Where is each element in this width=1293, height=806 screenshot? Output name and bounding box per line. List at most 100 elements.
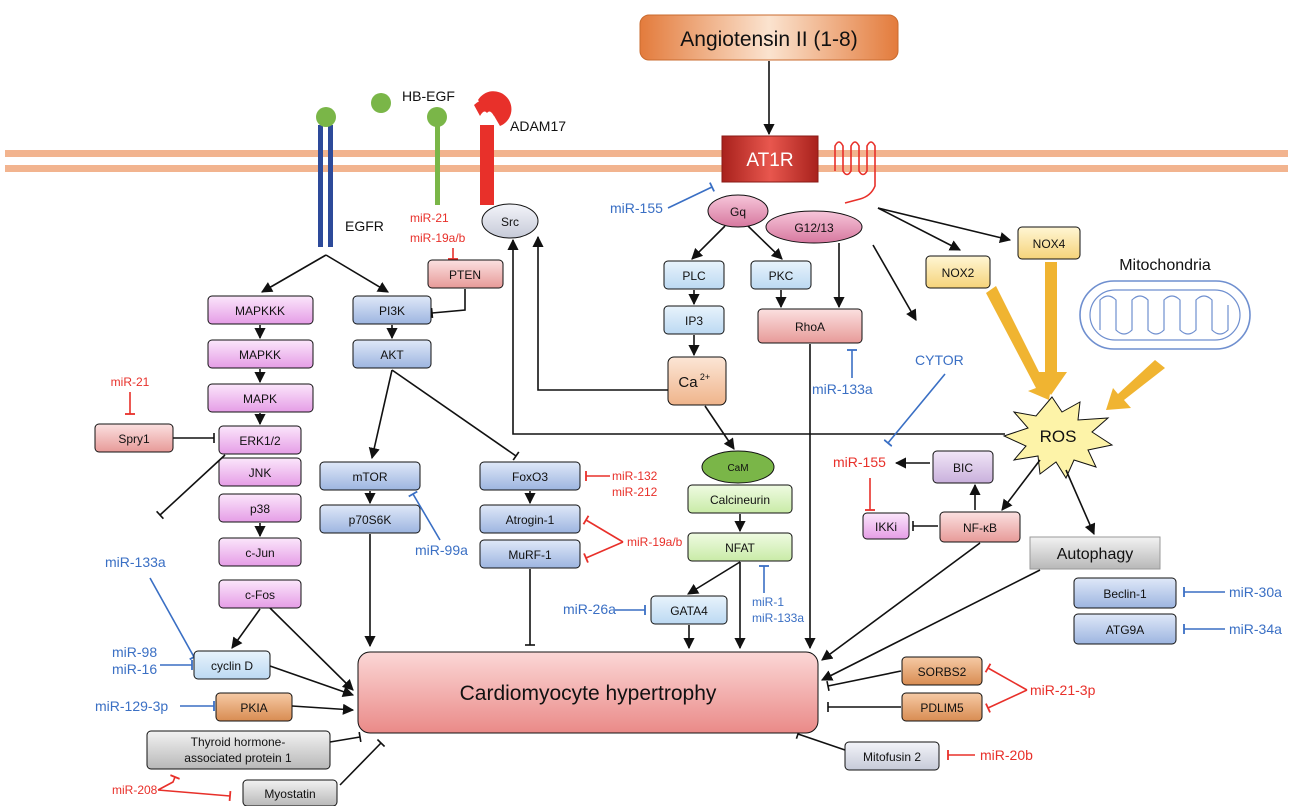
pkc-node: PKC [750,260,812,290]
mir30a: miR-30a [1229,584,1282,600]
atg9a-node: ATG9A [1073,613,1177,645]
svg-text:ROS: ROS [1040,427,1077,446]
mir98: miR-98 [112,644,157,660]
svg-text:Cardiomyocyte hypertrophy: Cardiomyocyte hypertrophy [460,682,717,705]
svg-text:MAPK: MAPK [243,392,277,406]
svg-text:c-Fos: c-Fos [245,588,275,602]
mir21-3p: miR-21-3p [1030,682,1096,698]
ikki-node: IKKi [862,512,910,540]
svg-text:Src: Src [501,215,519,229]
cfos-node: c-Fos [218,579,302,609]
erk-node: ERK1/2 [218,425,302,455]
svg-text:BIC: BIC [953,461,973,475]
svg-text:ERK1/2: ERK1/2 [239,434,281,448]
svg-text:PLC: PLC [682,269,706,283]
svg-text:p70S6K: p70S6K [349,513,392,527]
svg-text:Spry1: Spry1 [118,432,150,446]
hb-egf: HB-EGF [371,88,455,205]
egfr-label: EGFR [345,218,384,234]
svg-text:associated protein 1: associated protein 1 [184,751,292,765]
at1r-label: AT1R [746,150,793,171]
plc-node: PLC [663,260,725,290]
sorbs2-node: SORBS2 [901,656,983,686]
myostatin-node: Myostatin [242,779,338,806]
mir129: miR-129-3p [95,698,168,714]
p38-node: p38 [218,493,302,523]
autophagy-node: Autophagy [1029,536,1161,570]
g1213-node: G12/13 [765,210,863,244]
svg-text:NOX2: NOX2 [942,266,975,280]
mir21-pten: miR-21 [410,211,449,225]
mir208: miR-208 [112,783,158,797]
mir19ab-pten: miR-19a/b [410,231,466,245]
mir1: miR-1 [752,595,784,609]
svg-text:mTOR: mTOR [352,470,387,484]
cam-node: CaM [701,450,775,484]
cell-membrane [5,150,1288,172]
angiotensin-label: Angiotensin II (1-8) [680,28,857,51]
svg-text:Beclin-1: Beclin-1 [1103,587,1147,601]
svg-text:c-Jun: c-Jun [245,546,274,560]
svg-text:NF-κB: NF-κB [963,521,997,535]
gata4-node: GATA4 [650,595,728,625]
murf-node: MuRF-1 [479,539,581,569]
svg-text:MuRF-1: MuRF-1 [508,548,552,562]
ros-node: ROS [1002,396,1114,480]
beclin-node: Beclin-1 [1073,577,1177,609]
svg-text:Mitofusin 2: Mitofusin 2 [863,750,921,764]
mir132: miR-132 [612,469,658,483]
svg-text:PKC: PKC [769,269,794,283]
svg-text:Mitochondria: Mitochondria [1119,257,1211,274]
mir34a: miR-34a [1229,621,1282,637]
svg-text:Myostatin: Myostatin [264,787,315,801]
svg-text:NOX4: NOX4 [1033,237,1066,251]
mir133a-rhoa: miR-133a [812,381,873,397]
mir133a-left: miR-133a [105,554,166,570]
svg-text:cyclin D: cyclin D [211,659,253,673]
svg-text:SORBS2: SORBS2 [918,665,967,679]
akt-node: AKT [352,339,432,369]
svg-text:ATG9A: ATG9A [1106,623,1144,637]
svg-text:AKT: AKT [380,348,404,362]
spry1-node: Spry1 [94,423,174,453]
cytor-label: CYTOR [915,352,964,368]
svg-text:Ca: Ca [678,374,698,391]
pkia-node: PKIA [215,692,293,722]
calcineurin-node: Calcineurin [687,484,793,514]
atrogin-node: Atrogin-1 [479,504,581,534]
at1r-receptor: AT1R [721,135,876,204]
hb-egf-label: HB-EGF [402,88,455,104]
pi3k-node: PI3K [352,295,432,325]
svg-text:CaM: CaM [727,463,748,474]
mir16: miR-16 [112,661,157,677]
svg-text:PTEN: PTEN [449,268,481,282]
svg-text:Gq: Gq [730,205,746,219]
mir26a: miR-26a [563,601,616,617]
pten-node: PTEN [427,259,504,289]
mir20b: miR-20b [980,747,1033,763]
adam17: ADAM17 [474,91,566,205]
mapk-node: MAPK [207,383,314,413]
gq-node: Gq [707,194,769,228]
cjun-node: c-Jun [218,537,302,567]
mir212: miR-212 [612,485,658,499]
svg-text:p38: p38 [250,502,270,516]
svg-text:PDLIM5: PDLIM5 [920,701,964,715]
mir21-spry1: miR-21 [111,375,150,389]
svg-text:JNK: JNK [249,466,272,480]
src-node: Src [481,203,539,239]
ca-node: Ca 2+ [667,356,727,406]
svg-text:PKIA: PKIA [240,701,267,715]
pdlim5-node: PDLIM5 [901,692,983,722]
svg-text:2+: 2+ [700,372,710,382]
mitofusin-node: Mitofusin 2 [844,741,940,771]
mir133a-nfat: miR-133a [752,611,804,625]
mitochondria: Mitochondria [1079,257,1251,350]
foxo3-node: FoxO3 [479,461,581,491]
nfat-node: NFAT [687,532,793,562]
nfkb-node: NF-κB [939,511,1021,543]
svg-text:IP3: IP3 [685,314,703,328]
nox2-node: NOX2 [925,255,991,289]
jnk-node: JNK [218,457,302,487]
